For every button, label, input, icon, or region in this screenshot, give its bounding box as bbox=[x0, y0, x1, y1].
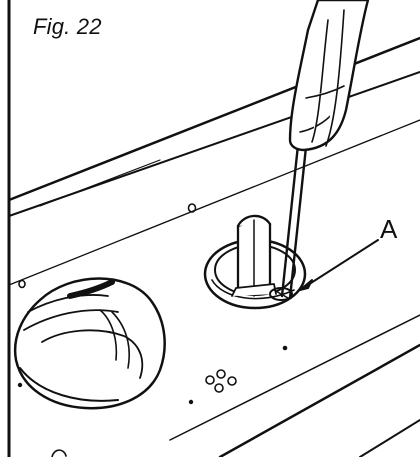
callout-leader bbox=[299, 239, 379, 291]
control-knob bbox=[13, 277, 166, 410]
panel-holes bbox=[17, 203, 288, 457]
valve-spindle bbox=[231, 214, 277, 297]
screwdriver bbox=[280, 0, 370, 300]
figure-label: Fig. 22 bbox=[33, 14, 102, 39]
adjustment-screw bbox=[269, 287, 293, 301]
callout-label-a: A bbox=[380, 214, 398, 244]
